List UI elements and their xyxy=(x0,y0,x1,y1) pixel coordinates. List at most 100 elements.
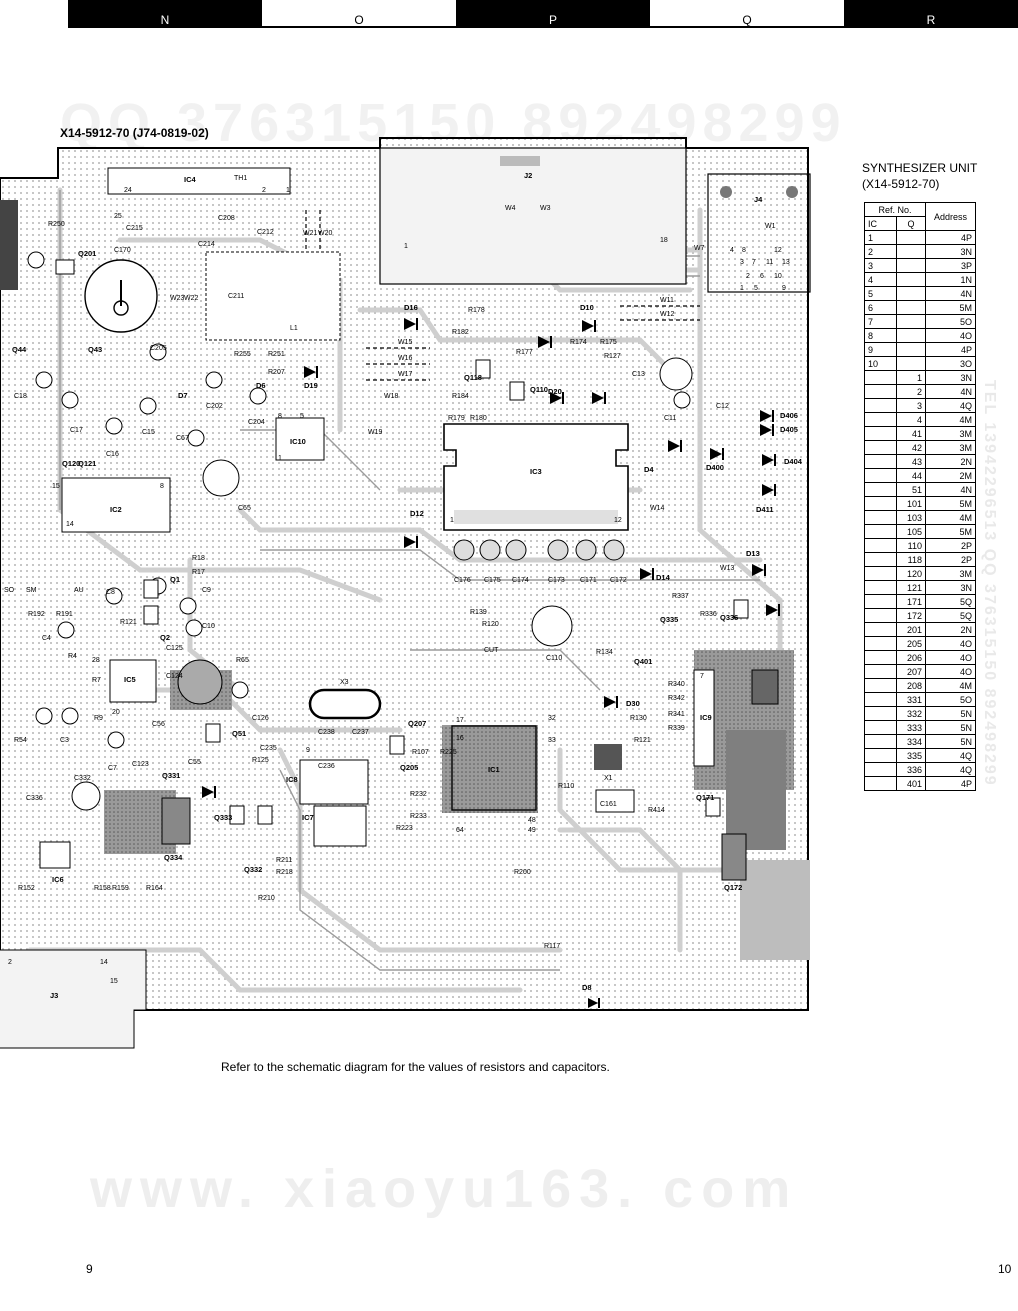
cell-q xyxy=(896,258,926,273)
silkscreen-label: R54 xyxy=(14,737,27,744)
cell-addr: 3M xyxy=(925,440,976,455)
silkscreen-label: C9 xyxy=(202,587,211,594)
silkscreen-label: 32 xyxy=(548,715,556,722)
silkscreen-label: Q334 xyxy=(164,853,183,862)
cell-ic xyxy=(864,692,897,707)
silkscreen-label: Q1 xyxy=(170,575,180,584)
silkscreen-label: Q331 xyxy=(162,771,180,780)
silkscreen-label: D16 xyxy=(404,303,418,312)
cell-addr: 4O xyxy=(925,650,976,665)
table-row: 8 4O xyxy=(864,328,976,343)
unit-title-line2: (X14-5912-70) xyxy=(862,177,940,191)
cell-q: 42 xyxy=(896,440,926,455)
cell-addr: 4O xyxy=(925,664,976,679)
cell-ic: 9 xyxy=(864,342,897,357)
cell-ic xyxy=(864,636,897,651)
silkscreen-label: 16 xyxy=(456,735,464,742)
cell-addr: 1N xyxy=(925,272,976,287)
cell-ic: 8 xyxy=(864,328,897,343)
cell-q xyxy=(896,286,926,301)
cell-addr: 3O xyxy=(925,356,976,371)
silkscreen-label: 24 xyxy=(124,187,132,194)
silkscreen-label: 18 xyxy=(660,237,668,244)
silkscreen-label: D4 xyxy=(644,465,654,474)
silkscreen-label: 1 xyxy=(404,243,408,250)
silkscreen-label: D7 xyxy=(178,391,188,400)
cell-q: 332 xyxy=(896,706,926,721)
silkscreen-label: 48 xyxy=(528,817,536,824)
silkscreen-label: 2 xyxy=(746,273,750,280)
silkscreen-label: R130 xyxy=(630,715,647,722)
cell-ic xyxy=(864,454,897,469)
cell-q: 44 xyxy=(896,468,926,483)
header-ic: IC xyxy=(864,216,897,231)
cell-ic xyxy=(864,412,897,427)
silkscreen-label: J3 xyxy=(50,991,58,1000)
cell-ic xyxy=(864,552,897,567)
cell-q: 1 xyxy=(896,370,926,385)
cell-addr: 2N xyxy=(925,622,976,637)
silkscreen-label: R178 xyxy=(468,307,485,314)
silkscreen-label: 28 xyxy=(92,657,100,664)
header-q: Q xyxy=(896,216,926,231)
silkscreen-label: Q44 xyxy=(12,345,27,354)
cell-ic xyxy=(864,426,897,441)
silkscreen-label: SO xyxy=(4,587,15,594)
cell-ic xyxy=(864,776,897,791)
ic7-outline: IC7 xyxy=(302,805,367,847)
cell-ic xyxy=(864,384,897,399)
cell-q: 121 xyxy=(896,580,926,595)
silkscreen-label: Q335 xyxy=(660,615,678,624)
silkscreen-label: IC2 xyxy=(110,505,122,514)
silkscreen-label: IC1 xyxy=(488,765,500,774)
silkscreen-label: R127 xyxy=(604,353,621,360)
silkscreen-label: 4 xyxy=(730,247,734,254)
transistors: Q118 Q110 Q120 Q121 Q201 Q331 Q332 Q333 … xyxy=(12,249,779,892)
cell-addr: 3N xyxy=(925,580,976,595)
ic9-outline: IC9 7 xyxy=(693,669,715,767)
silkscreen-label: R232 xyxy=(410,791,427,798)
silkscreen-label: D406 xyxy=(780,411,798,420)
cell-addr: 3N xyxy=(925,244,976,259)
silkscreen-label: 7 xyxy=(752,259,756,266)
silkscreen-label: 33 xyxy=(548,737,556,744)
cell-addr: 2M xyxy=(925,468,976,483)
silkscreen-label: C175 xyxy=(484,577,501,584)
cell-q: 101 xyxy=(896,496,926,511)
silkscreen-label: W17 xyxy=(398,371,413,378)
zone-o: O xyxy=(262,0,456,28)
silkscreen-label: C56 xyxy=(152,721,165,728)
silkscreen-label: 10 xyxy=(774,273,782,280)
cell-addr: 4O xyxy=(925,328,976,343)
silkscreen-label: R223 xyxy=(396,825,413,832)
silkscreen-label: D13 xyxy=(746,549,760,558)
ic2-outline: IC2 15 14 8 xyxy=(52,477,171,533)
cell-q xyxy=(896,314,926,329)
cell-q xyxy=(896,244,926,259)
silkscreen-label: X3 xyxy=(340,679,349,686)
zone-r: R xyxy=(844,0,1018,28)
silkscreen-label: C8 xyxy=(106,589,115,596)
silkscreen-label: IC7 xyxy=(302,813,314,822)
cell-q: 105 xyxy=(896,524,926,539)
silkscreen-label: C332 xyxy=(74,775,91,782)
zone-p: P xyxy=(456,0,650,28)
cell-q xyxy=(896,342,926,357)
silkscreen-label: 14 xyxy=(66,521,74,528)
silkscreen-label: C4 xyxy=(42,635,51,642)
cell-ic xyxy=(864,678,897,693)
silkscreen-label: R174 xyxy=(570,339,587,346)
silkscreen-label: W18 xyxy=(384,393,399,400)
silkscreen-label: D20 xyxy=(548,387,562,396)
cell-addr: 4Q xyxy=(925,398,976,413)
cell-ic xyxy=(864,538,897,553)
